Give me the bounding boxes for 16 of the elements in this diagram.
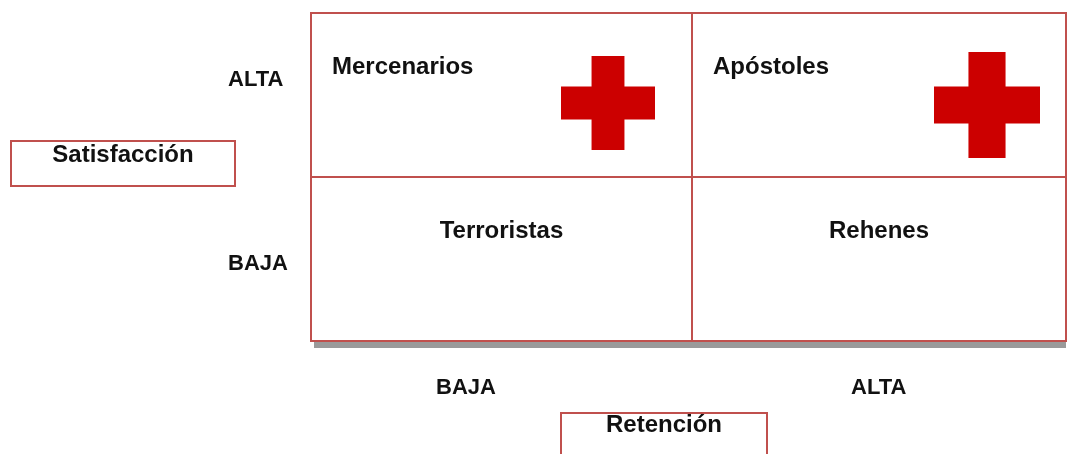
quadrant-label: Apóstoles	[713, 52, 829, 80]
quadrant-label: Terroristas	[438, 216, 565, 244]
quadrant-label: Mercenarios	[332, 52, 474, 80]
axis-title-box	[10, 140, 236, 187]
axis-level-label: ALTA	[228, 66, 284, 92]
axis-level-label: BAJA	[228, 250, 288, 276]
axis-level-label: BAJA	[436, 374, 496, 400]
quadrant-label: Retención	[605, 410, 723, 438]
quadrant-label: Rehenes	[827, 216, 930, 244]
axis-title-box	[560, 412, 768, 454]
axis-level-label: ALTA	[851, 374, 907, 400]
matrix-quadrant	[310, 176, 693, 342]
matrix-quadrant	[691, 176, 1067, 342]
quadrant-label: Satisfacción	[51, 140, 195, 168]
matrix-quadrant	[310, 12, 693, 178]
matrix-quadrant	[691, 12, 1067, 178]
